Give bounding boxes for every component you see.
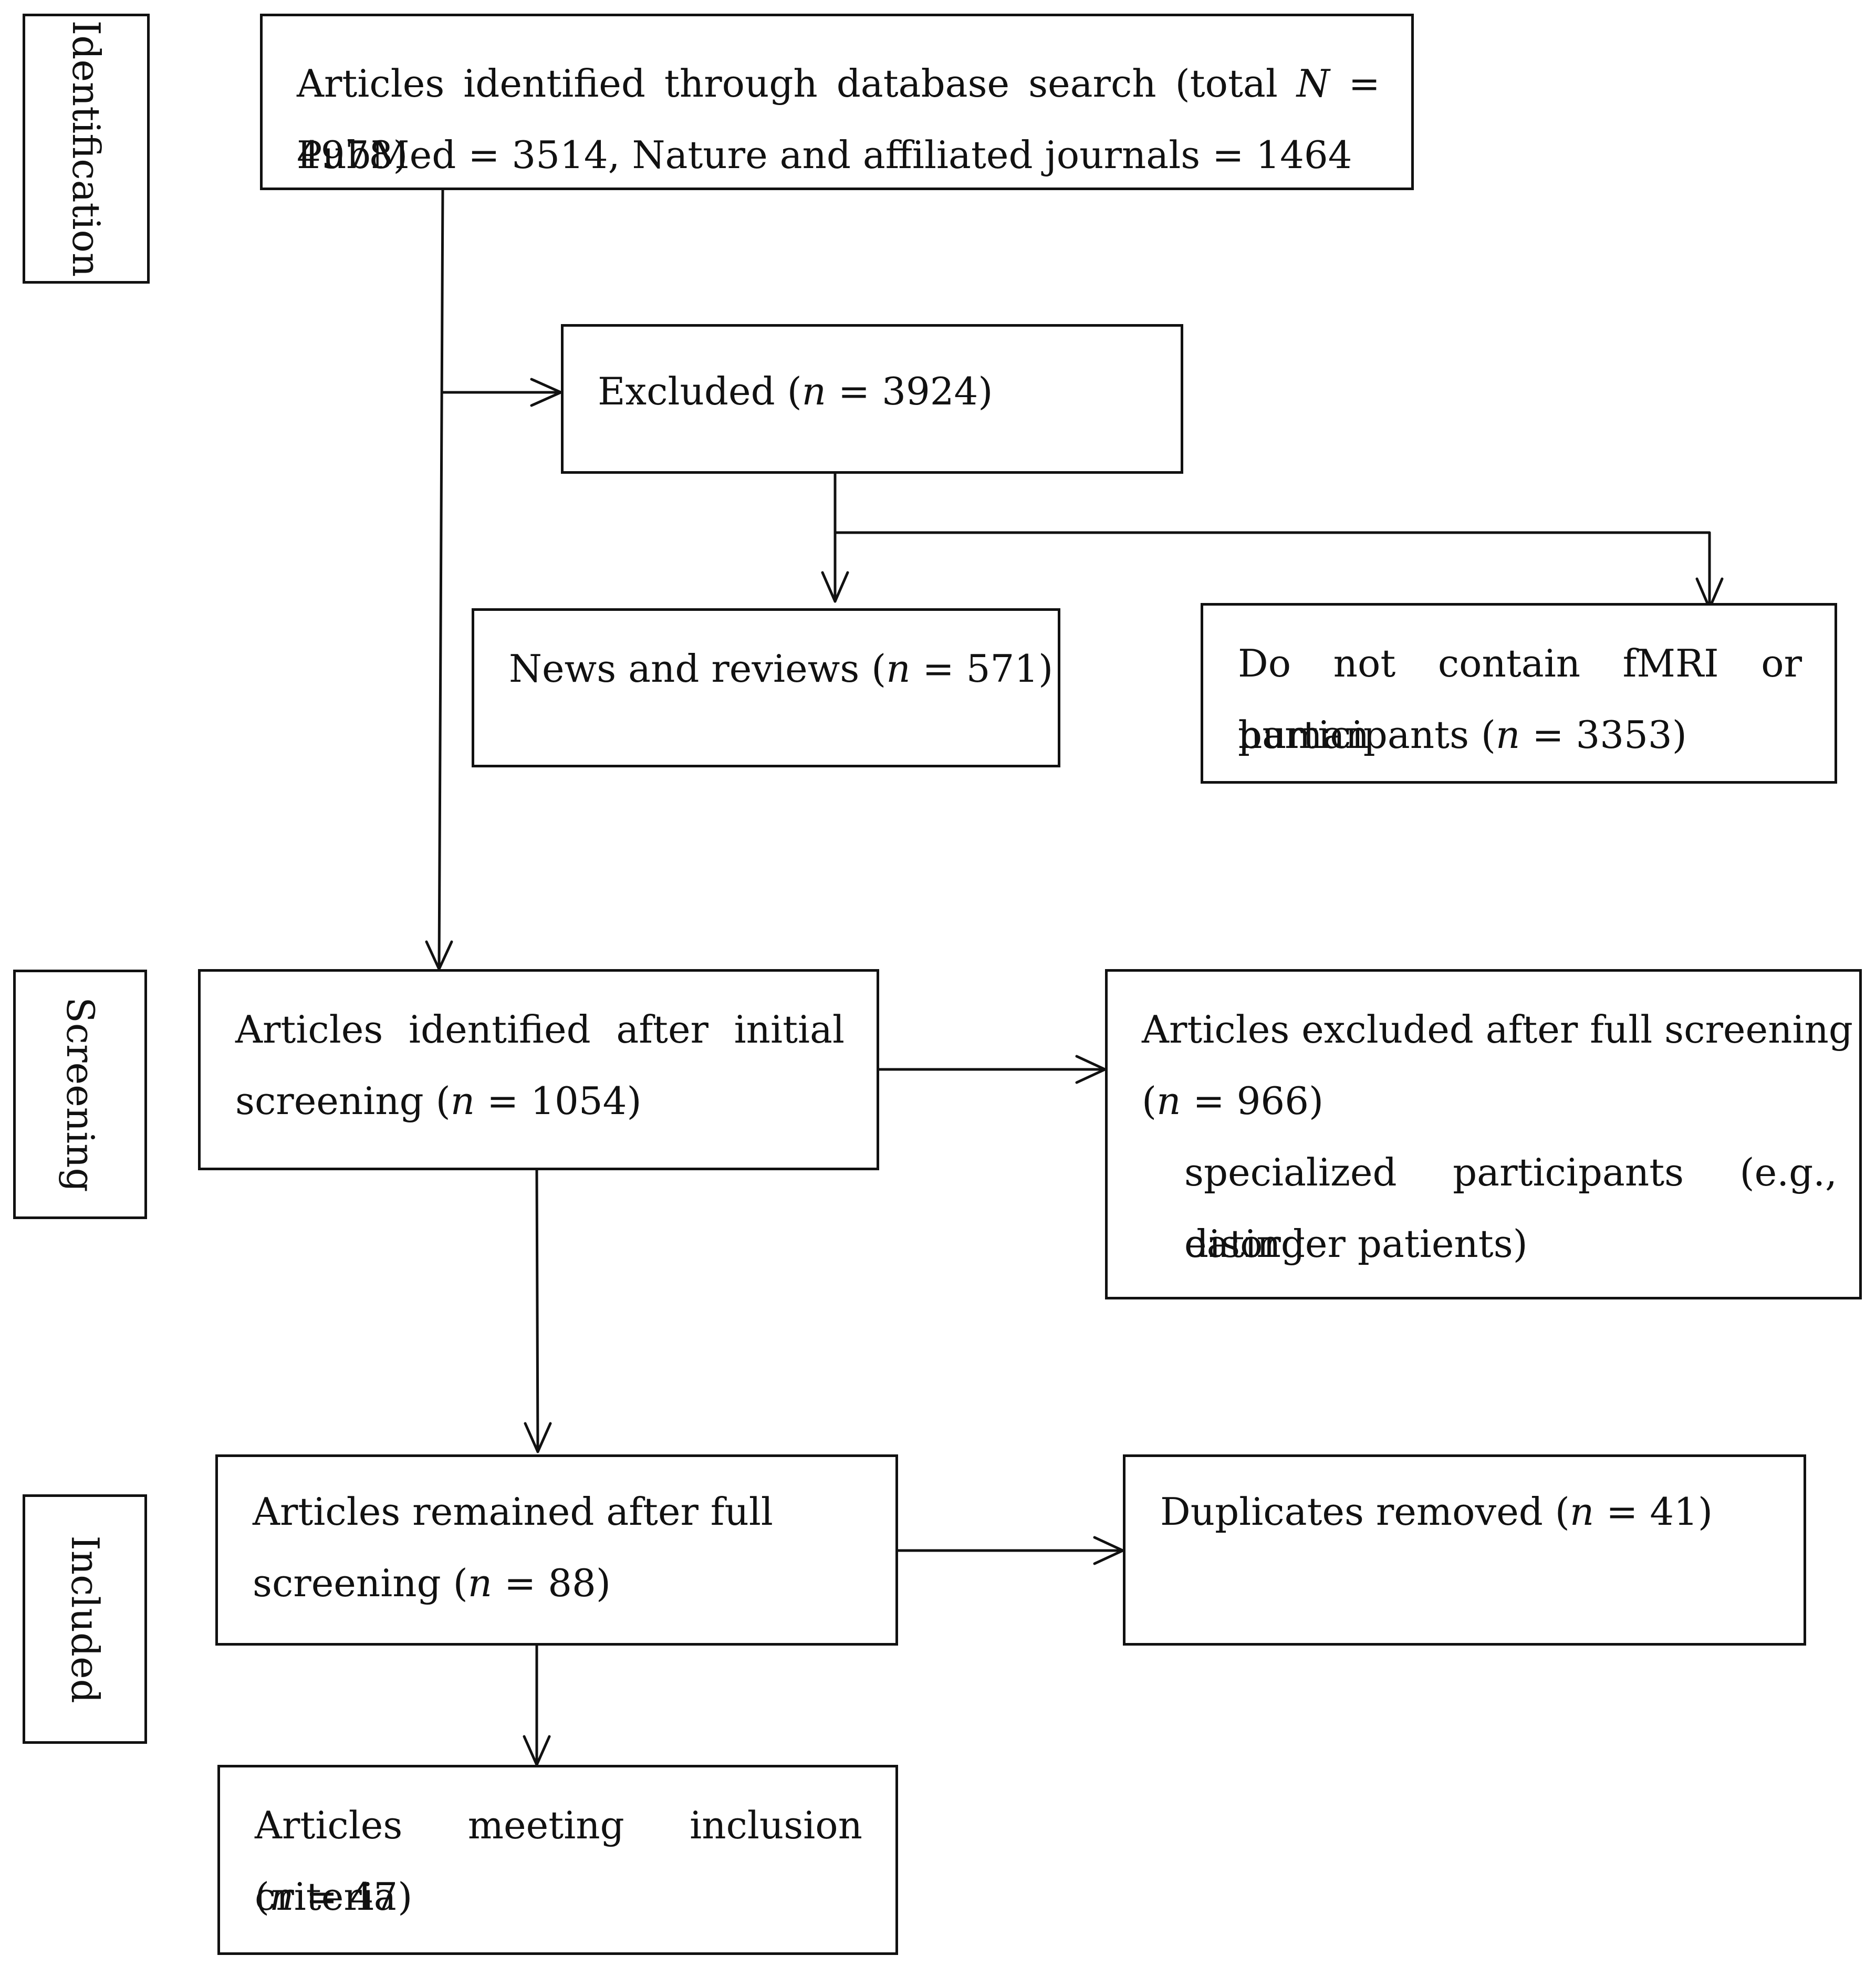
remained-box: Articles remained after full screening (…	[215, 1454, 898, 1646]
news-reviews-box: News and reviews (n = 571)	[472, 608, 1060, 767]
inclusion-line-1: Articles meeting inclusion criteria	[255, 1803, 862, 1919]
stage-identification: Identification	[23, 14, 150, 284]
arrowhead-news	[821, 571, 849, 603]
news-reviews-text: News and reviews (n = 571)	[509, 647, 1054, 691]
duplicates-box: Duplicates removed (n = 41)	[1123, 1454, 1806, 1646]
connector-identified-to-screening	[437, 189, 444, 971]
stage-included: Included	[23, 1494, 147, 1744]
initial-screening-line-2: screening (n = 1054)	[235, 1079, 642, 1123]
no-fmri-box: Do not contain fMRI or human participant…	[1201, 603, 1837, 784]
initial-screening-box: Articles identified after initial screen…	[198, 969, 879, 1170]
excluded-box: Excluded (n = 3924)	[561, 324, 1183, 474]
no-fmri-line-1: Do not contain fMRI or human	[1238, 641, 1802, 757]
excluded-full-box: Articles excluded after full screening (…	[1105, 969, 1862, 1299]
excluded-full-line-4: disorder patients)	[1184, 1222, 1528, 1266]
stage-screening: Screening	[13, 970, 147, 1219]
identified-line-1: Articles identified through database sea…	[297, 61, 1381, 177]
excluded-full-line-3: specialized participants (e.g., eating	[1184, 1150, 1837, 1266]
arrowhead-remained	[524, 1422, 552, 1453]
stage-screening-label: Screening	[58, 996, 102, 1192]
inclusion-line-2: (n = 47)	[255, 1875, 413, 1919]
identified-line-2: PubMed = 3514, Nature and affiliated jou…	[297, 133, 1352, 177]
initial-screening-line-1: Articles identified after initial	[235, 1007, 845, 1052]
remained-line-2: screening (n = 88)	[253, 1561, 611, 1605]
excluded-full-line-1: Articles excluded after full screening	[1142, 1007, 1853, 1052]
excluded-full-line-2: (n = 966)	[1142, 1079, 1324, 1123]
excluded-text: Excluded (n = 3924)	[598, 369, 993, 413]
stage-included-label: Included	[62, 1535, 107, 1703]
inclusion-box: Articles meeting inclusion criteria (n =…	[217, 1765, 898, 1955]
no-fmri-line-2: participants (n = 3353)	[1238, 713, 1687, 757]
connector-to-remained	[535, 1169, 539, 1453]
remained-line-1: Articles remained after full	[253, 1490, 773, 1534]
connector-to-no-fmri	[833, 531, 1711, 610]
stage-identification-label: Identification	[64, 20, 108, 277]
identified-box: Articles identified through database sea…	[260, 14, 1414, 190]
duplicates-text: Duplicates removed (n = 41)	[1160, 1490, 1713, 1534]
